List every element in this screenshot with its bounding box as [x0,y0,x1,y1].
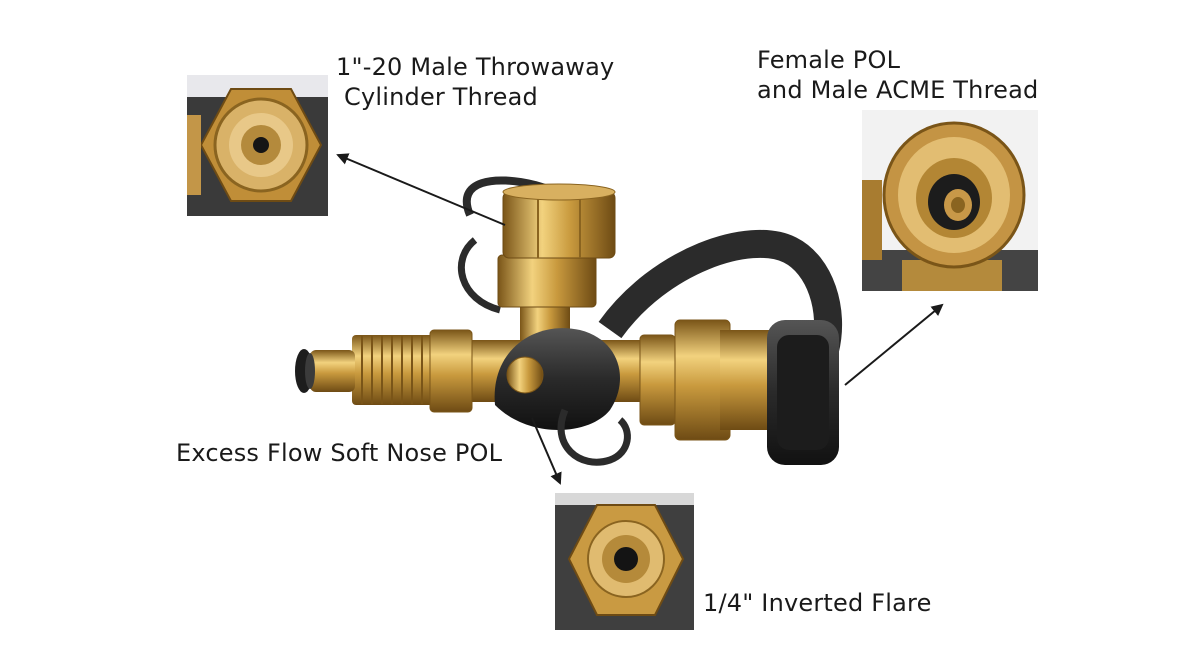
label-throwaway-cylinder-thread: 1"-20 Male Throwaway Cylinder Thread [336,52,614,112]
label-line: Cylinder Thread [344,83,538,111]
inset-inverted-flare [555,493,694,630]
label-excess-flow-pol: Excess Flow Soft Nose POL [176,439,503,467]
inset-throwaway-cylinder-thread [187,75,328,216]
label-female-pol-acme: Female POL and Male ACME Thread [757,45,1038,105]
inset-female-pol-acme [862,110,1038,291]
label-line: Female POL [757,46,901,74]
label-line: 1"-20 Male Throwaway [336,53,615,81]
label-line: and Male ACME Thread [757,76,1039,104]
label-inverted-flare: 1/4" Inverted Flare [703,589,932,617]
adapter-photo [295,176,842,466]
